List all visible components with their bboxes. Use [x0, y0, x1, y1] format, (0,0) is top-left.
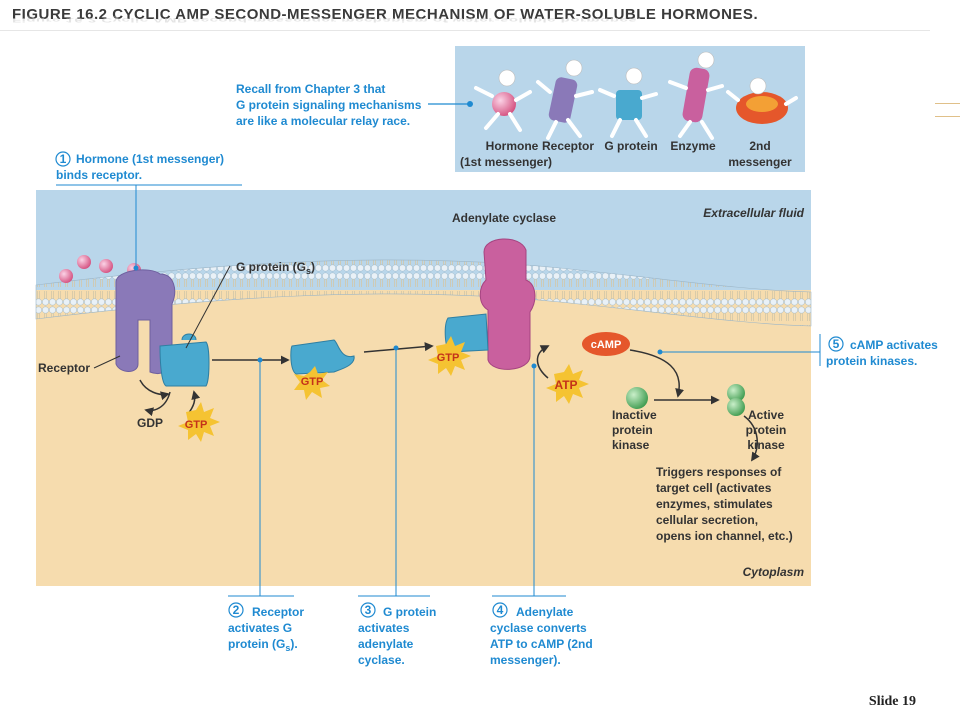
- response-text: enzymes, stimulates: [656, 497, 773, 511]
- atp-conversion-arrow: [536, 345, 550, 379]
- receptor-leader: [93, 355, 121, 369]
- runner-enzyme: [668, 51, 724, 140]
- runner-receptor: [536, 59, 594, 140]
- gtp-label: GTP: [185, 419, 208, 431]
- hormone-molecule: [77, 255, 91, 269]
- g-protein-leader: [185, 265, 231, 349]
- step-text: Receptor: [252, 605, 304, 619]
- g-protein-label: G protein (Gs): [236, 260, 315, 276]
- active-kinase-label: protein: [746, 423, 787, 437]
- runner-label-g-protein: G protein: [604, 139, 657, 153]
- title-underline: [0, 30, 930, 31]
- adenylate-cyclase-label: Adenylate cyclase: [452, 211, 556, 225]
- runner-label-hormone: Hormone: [486, 139, 539, 153]
- runner-label-receptor: Receptor: [542, 139, 594, 153]
- step-number: 2: [233, 603, 240, 617]
- step-2: 2 Receptor activates G protein (Gs).: [228, 357, 304, 653]
- step-number: 4: [497, 603, 504, 617]
- decor-line: [935, 103, 960, 104]
- atp-star: [546, 364, 589, 404]
- camp-molecule: [582, 332, 630, 356]
- g-protein-moving: [290, 339, 355, 375]
- inactive-kinase-label: kinase: [612, 438, 650, 452]
- response-text: opens ion channel, etc.): [656, 529, 793, 543]
- active-kinase-label: Active: [748, 408, 784, 422]
- step-text: cyclase.: [358, 653, 405, 667]
- step-text: cyclase converts: [490, 621, 587, 635]
- step-text: protein (Gs).: [228, 637, 298, 653]
- gdp-label: GDP: [137, 416, 163, 430]
- gtp-star: [178, 402, 220, 442]
- active-protein-kinase: [727, 398, 745, 416]
- step-text: cAMP activates: [850, 338, 938, 352]
- runner-g-protein: [598, 67, 658, 138]
- camp-label: cAMP: [591, 339, 622, 351]
- atp-label: ATP: [554, 378, 577, 392]
- step-text: protein kinases.: [826, 354, 917, 368]
- receptor-label: Receptor: [38, 361, 90, 375]
- slide-number: Slide 19: [868, 694, 916, 709]
- response-text: target cell (activates: [656, 481, 772, 495]
- relay-note-line: Recall from Chapter 3 that: [236, 82, 385, 96]
- plasma-membrane: [35, 259, 812, 327]
- extracellular-fluid-label: Extracellular fluid: [703, 206, 804, 220]
- kinase-response-arrow: [743, 415, 760, 462]
- hormone-molecule: [59, 269, 73, 283]
- runner-sub-messenger: messenger: [728, 155, 792, 169]
- inactive-protein-kinase: [626, 387, 648, 409]
- relay-note-line: G protein signaling mechanisms: [236, 98, 422, 112]
- active-protein-kinase: [727, 384, 745, 402]
- step-4: 4 Adenylate cyclase converts ATP to cAMP…: [490, 363, 593, 667]
- step-5: 5 cAMP activates protein kinases.: [657, 334, 938, 368]
- g-protein-on-cyclase: [444, 313, 489, 353]
- step-text: activates: [358, 621, 410, 635]
- gtp-label: GTP: [437, 352, 460, 364]
- runner-hormone: [474, 69, 532, 132]
- active-kinase-label: kinase: [747, 438, 785, 452]
- cytoplasm-label: Cytoplasm: [743, 565, 805, 579]
- inactive-kinase-label: Inactive: [612, 408, 657, 422]
- step-number: 5: [833, 337, 840, 351]
- receptor-activation-arrow: [139, 379, 170, 401]
- camp-to-kinase-arrow: [629, 349, 684, 398]
- step-text: activates G: [228, 621, 292, 635]
- step-3: 3 G protein activates adenylate cyclase.: [358, 345, 436, 667]
- gtp-label: GTP: [301, 376, 324, 388]
- step-text: adenylate: [358, 637, 414, 651]
- step-text: messenger).: [490, 653, 561, 667]
- response-text: Triggers responses of: [656, 465, 782, 479]
- g-protein-bound: [159, 341, 210, 387]
- response-text: cellular secretion,: [656, 513, 758, 527]
- gtp-star: [428, 336, 471, 376]
- inactive-kinase-label: protein: [612, 423, 653, 437]
- step-1: 1 Hormone (1st messenger) binds receptor…: [55, 151, 242, 271]
- slide-title: Figure 16.2 Cyclic AMP second-messenger …: [12, 6, 759, 23]
- step-number: 1: [60, 152, 67, 166]
- step-text: binds receptor.: [56, 168, 142, 182]
- runner-label-enzyme: Enzyme: [670, 139, 716, 153]
- hormone-molecule: [99, 259, 113, 273]
- step-text: Hormone (1st messenger): [76, 152, 224, 166]
- step-text: ATP to cAMP (2nd: [490, 637, 593, 651]
- step-text: Adenylate: [516, 605, 574, 619]
- relay-note-line: are like a molecular relay race.: [236, 114, 410, 128]
- decor-line: [935, 116, 960, 117]
- gtp-star: [294, 366, 330, 400]
- runner-sub-first-messenger: (1st messenger): [460, 155, 552, 169]
- runner-label-2nd: 2nd: [749, 139, 770, 153]
- runner-second-messenger: [726, 77, 798, 124]
- adenylate-cyclase: [479, 238, 536, 370]
- step-text: G protein: [383, 605, 436, 619]
- step-number: 3: [365, 603, 372, 617]
- connector-dot: [467, 101, 473, 107]
